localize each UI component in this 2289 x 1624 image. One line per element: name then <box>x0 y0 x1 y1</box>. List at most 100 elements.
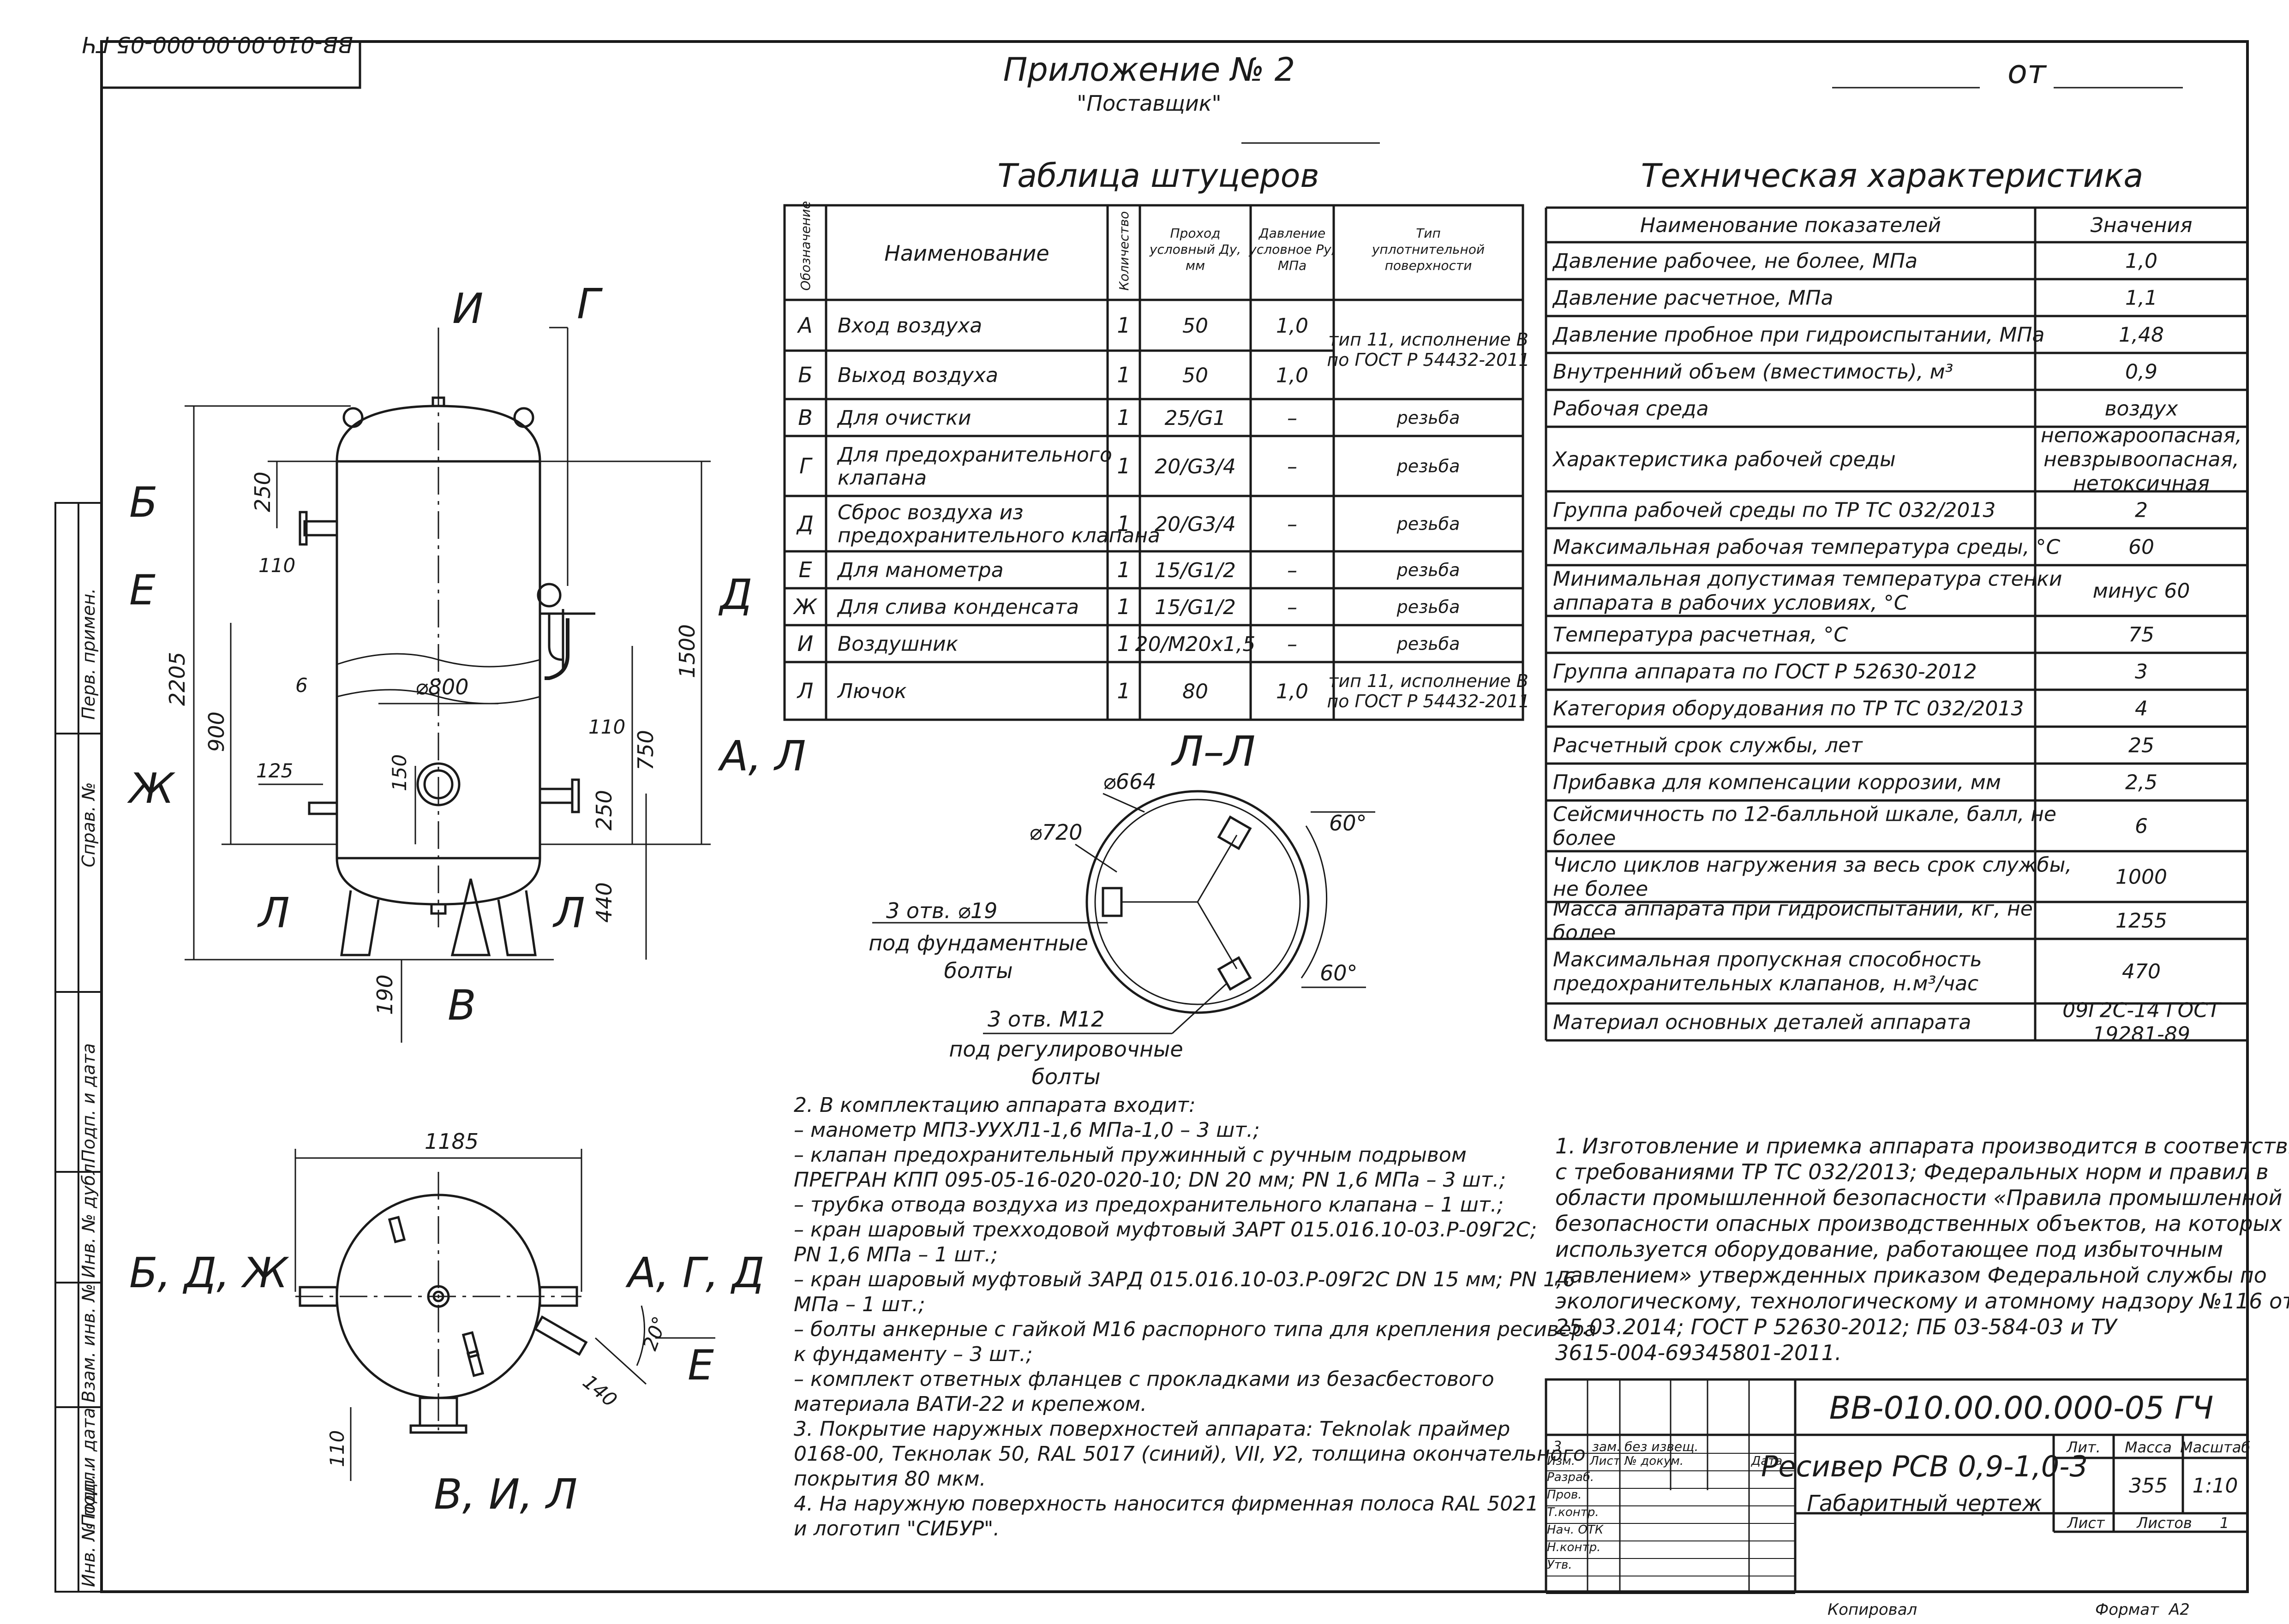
nozzle-qty: 1 <box>1117 454 1130 478</box>
appendix-title: Приложение № 2 <box>1003 51 1295 89</box>
dim-110-right: 110 <box>588 716 625 738</box>
notes-left: 2. В комплектацию аппарата входит:– мано… <box>794 1093 1597 1540</box>
tech-row-value: 75 <box>2128 623 2154 646</box>
tech-row-name: Внутренний объем (вместимость), м³ <box>1553 360 1953 383</box>
label-Б-Д-Ж: Б, Д, Ж <box>129 1249 289 1297</box>
nozzle-qty: 1 <box>1117 679 1130 704</box>
tb-doc: № докум. <box>1624 1454 1684 1468</box>
section-note-adjust: под регулировочные <box>949 1037 1183 1062</box>
tb-format-label: Формат <box>2095 1600 2159 1619</box>
nozzle-qty: 1 <box>1117 557 1130 582</box>
nozzle-id: Е <box>798 557 812 582</box>
label-Е-top: Е <box>688 1341 714 1390</box>
nozzle-qty: 1 <box>1117 363 1130 388</box>
dim-900: 900 <box>204 711 229 752</box>
nozzle-pn: – <box>1287 596 1297 619</box>
tech-row-name: Сейсмичность по 12-балльной шкале, балл,… <box>1553 802 2056 850</box>
dim-190: 190 <box>372 974 397 1015</box>
tech-row-name: Рабочая среда <box>1553 397 1709 420</box>
tb-no-notice: без извещ. <box>1624 1439 1698 1454</box>
tech-row-name: Минимальная допустимая температура стенк… <box>1553 567 2062 615</box>
tb-copied: Копировал <box>1828 1600 1917 1619</box>
tb-tcontrol: Т.контр. <box>1547 1505 1599 1519</box>
nozzle-id: Д <box>796 511 814 536</box>
side-sign-date-1: Подп. и дата <box>78 1043 99 1163</box>
dim-d664: ⌀664 <box>1103 769 1156 794</box>
tech-row-value: непожароопасная,невзрывоопасная,нетоксич… <box>2041 424 2242 495</box>
supplier-label: "Поставщик" <box>1077 91 1221 116</box>
tb-approved: Утв. <box>1547 1558 1572 1572</box>
rotated-code: ВВ-010.00.00.000-05 ГЧ <box>82 31 353 57</box>
side-sign-date-2: Подп. и дата <box>78 1408 99 1527</box>
title-block-rows <box>1546 1453 1795 1594</box>
nozzle-name: Лючок <box>837 680 907 703</box>
tech-row-value: 2 <box>2135 498 2148 522</box>
tech-row-value: 1000 <box>2115 865 2167 889</box>
nozzle-id: Б <box>798 363 813 388</box>
nozzle-type: резьба <box>1396 633 1460 654</box>
nozzle-dn: 20/G3/4 <box>1155 513 1236 536</box>
dim-d800: ⌀800 <box>415 675 469 699</box>
section-note-foundation: под фундаментные <box>869 931 1088 955</box>
dim-d720: ⌀720 <box>1029 820 1083 845</box>
dim-110-top: 110 <box>326 1430 348 1467</box>
tech-row-name: Давление пробное при гидроиспытании, МПа <box>1552 323 2044 346</box>
nozzle-dn: 15/G1/2 <box>1155 559 1236 582</box>
nozzle-type: резьба <box>1396 560 1460 580</box>
tb-code: ВВ-010.00.00.000-05 ГЧ <box>1829 1390 2214 1427</box>
notes-right: 1. Изготовление и приемка аппарата произ… <box>1555 1134 2289 1365</box>
top-view <box>295 1172 588 1434</box>
nozzle-dn: 15/G1/2 <box>1155 596 1236 619</box>
nozzle-type: резьба <box>1396 456 1460 476</box>
nozzle-qty: 1 <box>1117 511 1130 536</box>
tech-row-value: 1,1 <box>2125 286 2157 310</box>
section-note-bolts-2: болты <box>1031 1064 1100 1089</box>
label-И: И <box>452 285 483 333</box>
section-note-holes-19: 3 отв. ⌀19 <box>886 898 997 923</box>
side-first-use: Перв. примен. <box>78 588 99 720</box>
nozzle-name: Для очистки <box>837 406 971 430</box>
tech-row-name: Масса аппарата при гидроиспытании, кг, н… <box>1553 897 2033 944</box>
section-title: Л–Л <box>1171 728 1255 776</box>
nozzle-id: Г <box>799 454 813 478</box>
nozzle-pn: – <box>1287 513 1297 536</box>
tb-mass-label: Масса <box>2125 1439 2172 1456</box>
nozzle-type: резьба <box>1396 407 1460 428</box>
tb-format: А2 <box>2168 1600 2190 1619</box>
nozzle-dn: 20/G3/4 <box>1155 455 1236 478</box>
tb-ncontrol: Н.контр. <box>1547 1540 1600 1554</box>
tb-list: Лист <box>1589 1454 1621 1468</box>
nozzle-qty: 1 <box>1117 631 1130 656</box>
dim-1500: 1500 <box>675 624 700 678</box>
label-А-Г-Д: А, Г, Д <box>625 1249 764 1297</box>
nozzle-dn: 80 <box>1182 680 1208 704</box>
tb-scale-label: Масштаб <box>2180 1439 2250 1456</box>
nozzle-dn: 50 <box>1182 314 1208 338</box>
dim-110-left: 110 <box>258 554 295 577</box>
tech-row-value: 3 <box>2135 660 2148 683</box>
from-label: от <box>2007 53 2047 91</box>
nozzle-table-title: Таблица штуцеров <box>997 157 1319 195</box>
tech-row-name: Характеристика рабочей среды <box>1552 448 1896 471</box>
tb-check: Пров. <box>1547 1488 1582 1502</box>
nt-h-id: Обозначение <box>798 201 813 291</box>
tech-row-name: Температура расчетная, °С <box>1553 623 1848 646</box>
dim-140: 140 <box>579 1370 622 1411</box>
tech-row-value: 1255 <box>2115 909 2167 932</box>
nozzle-qty: 1 <box>1117 313 1130 338</box>
label-Д: Д <box>718 571 752 619</box>
dim-150: 150 <box>388 754 411 791</box>
nozzle-pn: 1,0 <box>1276 314 1308 338</box>
nozzle-name: Воздушник <box>838 632 959 656</box>
tech-row-value: 4 <box>2135 697 2148 720</box>
tb-scale: 1:10 <box>2193 1474 2238 1498</box>
notes-2-4-text: 2. В комплектацию аппарата входит:– мано… <box>794 1093 1597 1540</box>
angle-60-top: 60° <box>1329 811 1367 836</box>
